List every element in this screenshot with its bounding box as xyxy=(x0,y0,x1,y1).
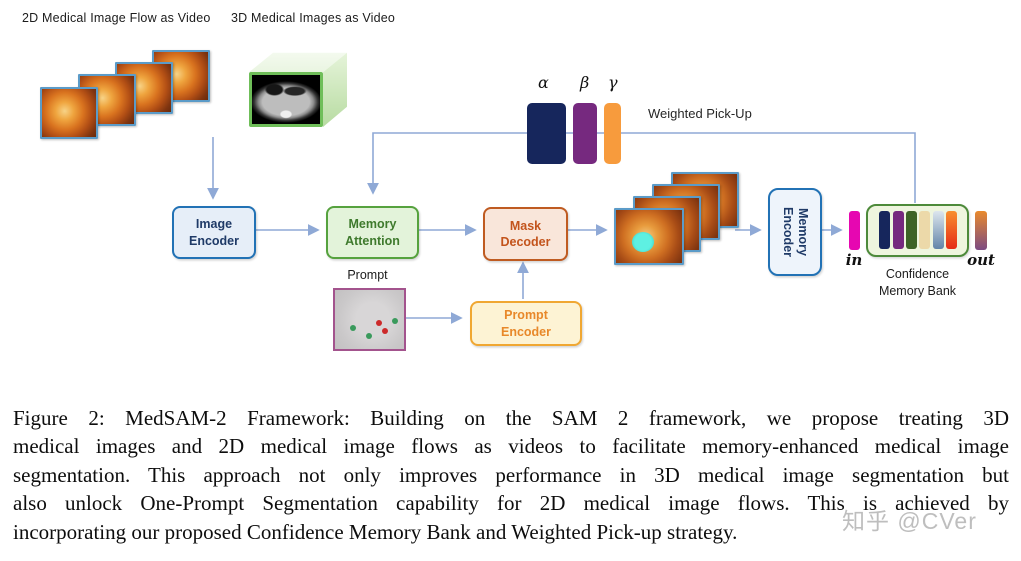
memory-slot-bar xyxy=(893,211,904,249)
out-label: out xyxy=(967,251,995,269)
confidence-memory-bank-label: Confidence Memory Bank xyxy=(878,267,957,298)
in-label: in xyxy=(845,251,863,269)
memory-in-bar xyxy=(849,211,860,250)
beta-label: β xyxy=(580,73,590,92)
positive-point-icon xyxy=(366,333,372,339)
ct-volume-cube xyxy=(249,52,347,127)
positive-point-icon xyxy=(350,325,356,331)
gamma-label: γ xyxy=(608,73,618,92)
fundus-image xyxy=(40,87,98,139)
caption-line: medical images and 2D medical image flow… xyxy=(13,434,1009,459)
memory-slot-bar xyxy=(946,211,957,249)
memory-out-bar xyxy=(975,211,987,250)
memory-slot-bar xyxy=(906,211,917,249)
memory-slot-bar xyxy=(933,211,944,249)
caption-line: segmentation. This approach not only imp… xyxy=(13,462,1009,487)
weighted-pickup-path xyxy=(367,132,916,203)
beta-bar xyxy=(573,103,597,164)
memory-encoder-node: Memory Encoder xyxy=(768,188,822,276)
memory-attention-node: Memory Attention xyxy=(326,206,419,259)
watermark: 知乎 @CVer xyxy=(842,508,977,534)
fundus-image-segmented xyxy=(614,208,684,265)
alpha-bar xyxy=(527,103,566,164)
prompt-label: Prompt xyxy=(347,268,388,282)
weighted-pickup-label: Weighted Pick-Up xyxy=(648,106,752,121)
caption-line: also unlock One-Prompt Segmentation capa… xyxy=(13,491,1009,516)
prompt-encoder-node: Prompt Encoder xyxy=(470,301,582,346)
caption-line: incorporating our proposed Confidence Me… xyxy=(13,519,738,544)
memory-slot-bar xyxy=(879,211,890,249)
mask-decoder-node: Mask Decoder xyxy=(483,207,568,261)
gamma-bar xyxy=(604,103,621,164)
memory-slot-bar xyxy=(919,211,930,249)
segmentation-mask xyxy=(631,232,655,253)
memory-encoder-label: Memory Encoder xyxy=(781,206,811,258)
figure-caption: Figure 2: MedSAM-2 Framework: Building o… xyxy=(13,404,1009,546)
label-3d-images: 3D Medical Images as Video xyxy=(231,11,396,25)
negative-point-icon xyxy=(376,320,382,326)
cube-top-face xyxy=(249,52,347,73)
alpha-label: α xyxy=(538,73,549,92)
label-2d-flow: 2D Medical Image Flow as Video xyxy=(22,11,211,25)
prompt-image xyxy=(333,288,406,351)
positive-point-icon xyxy=(392,318,398,324)
caption-line: Figure 2: MedSAM-2 Framework: Building o… xyxy=(13,406,1009,430)
image-encoder-node: Image Encoder xyxy=(172,206,256,259)
ct-slice-image xyxy=(249,72,323,127)
negative-point-icon xyxy=(382,328,388,334)
